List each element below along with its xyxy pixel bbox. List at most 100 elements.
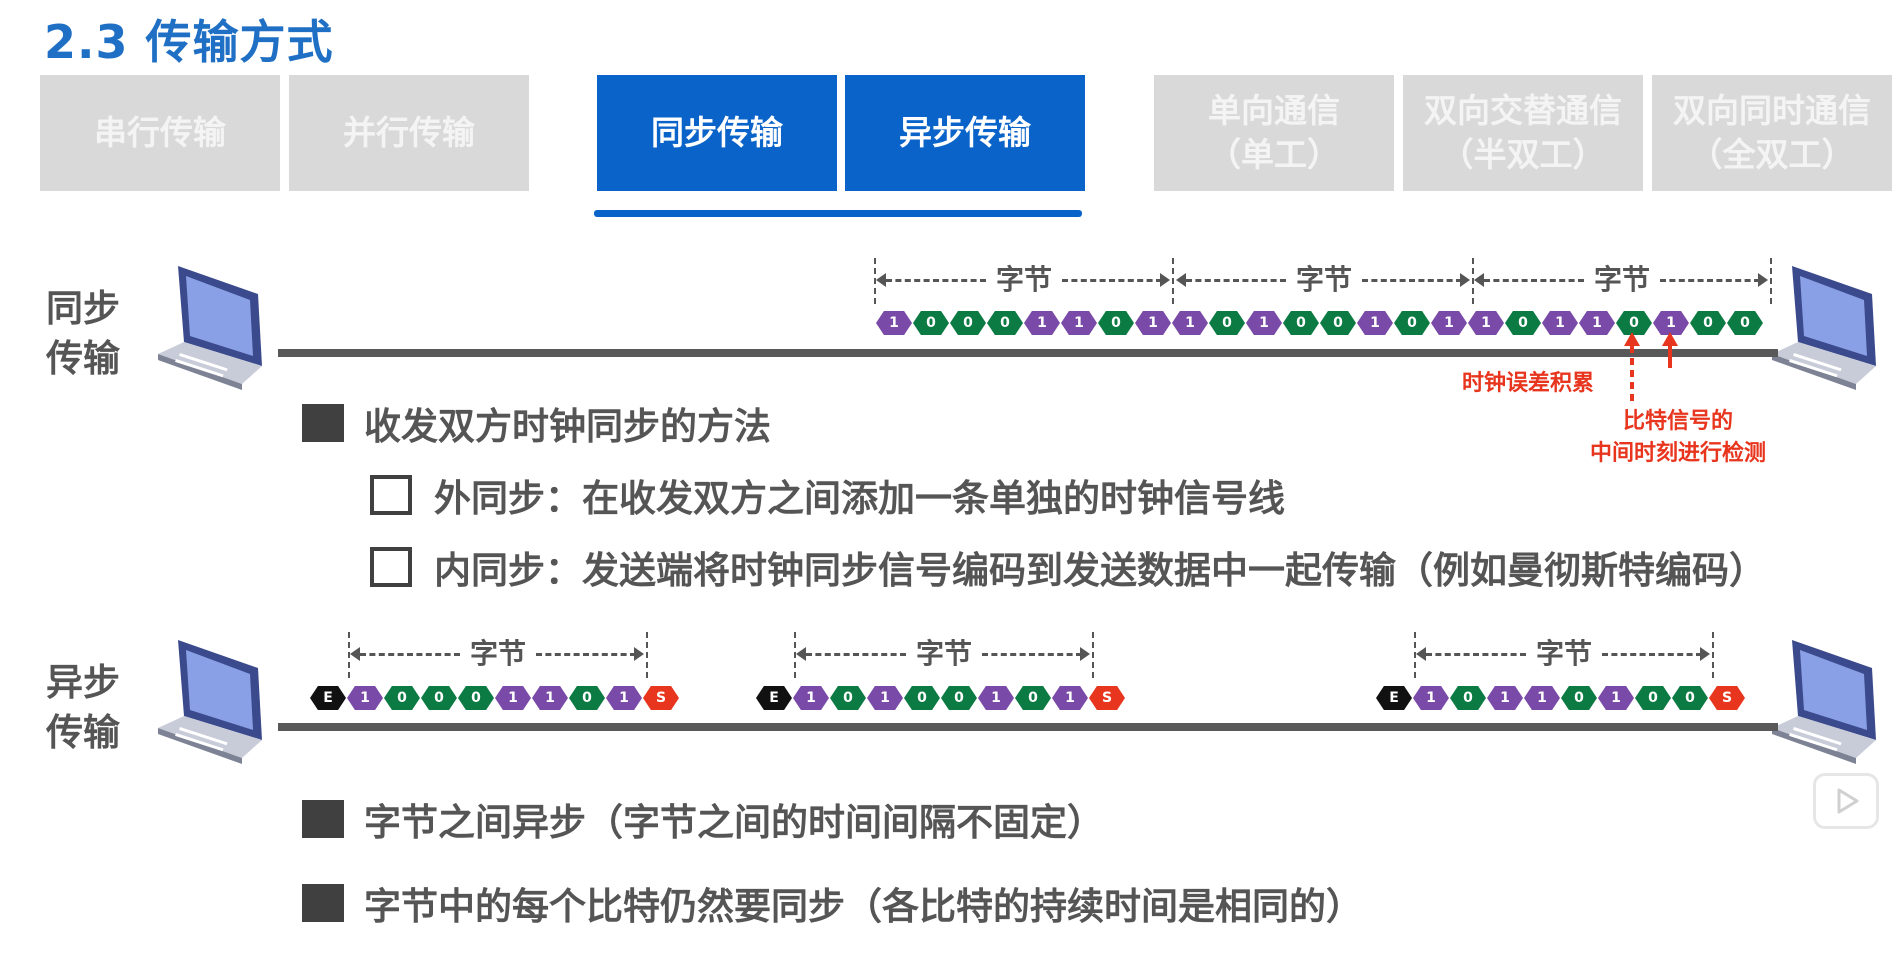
bit-1: 1 bbox=[1579, 311, 1615, 335]
byte-marker: 字节 bbox=[1414, 632, 1714, 678]
stop-bit: S bbox=[1089, 686, 1125, 710]
bit-1: 1 bbox=[1061, 311, 1097, 335]
bit-0: 0 bbox=[830, 686, 866, 710]
async-label: 异步传输 bbox=[46, 661, 120, 754]
bit-1: 1 bbox=[1135, 311, 1171, 335]
checkbox-icon bbox=[370, 475, 412, 515]
laptop-icon bbox=[1772, 266, 1876, 390]
stop-bit: S bbox=[643, 686, 679, 710]
play-icon bbox=[1837, 788, 1859, 814]
bit-0: 0 bbox=[1283, 311, 1319, 335]
clock-error-arrows bbox=[1624, 332, 1678, 402]
bit-1: 1 bbox=[1052, 686, 1088, 710]
bit-0: 0 bbox=[987, 311, 1023, 335]
bit-1: 1 bbox=[606, 686, 642, 710]
bit-0: 0 bbox=[1505, 311, 1541, 335]
bit-0: 0 bbox=[384, 686, 420, 710]
active-tab-underline bbox=[594, 210, 1082, 217]
page-title: 2.3 传输方式 bbox=[44, 15, 334, 69]
tab-sync[interactable]: 同步传输 bbox=[597, 75, 837, 191]
byte-marker: 字节 bbox=[1174, 258, 1474, 304]
tab-parallel[interactable]: 并行传输 bbox=[289, 75, 529, 191]
laptop-icon bbox=[158, 640, 262, 764]
bit-1: 1 bbox=[1172, 311, 1208, 335]
bit-1: 1 bbox=[1024, 311, 1060, 335]
start-bit: E bbox=[1376, 686, 1412, 710]
bit-0: 0 bbox=[1672, 686, 1708, 710]
bit-0: 0 bbox=[1727, 311, 1763, 335]
bit-1: 1 bbox=[1246, 311, 1282, 335]
bit-1: 1 bbox=[867, 686, 903, 710]
tab-sublabel: （全双工） bbox=[1689, 135, 1855, 174]
sync-label: 同步传输 bbox=[46, 287, 120, 380]
byte-marker: 字节 bbox=[874, 258, 1174, 304]
bit-0: 0 bbox=[1690, 311, 1726, 335]
tab-simplex[interactable]: 单向通信 （单工） bbox=[1154, 75, 1394, 191]
bit-1: 1 bbox=[1542, 311, 1578, 335]
stop-bit: S bbox=[1709, 686, 1745, 710]
checkbox-icon bbox=[370, 547, 412, 587]
bit-0: 0 bbox=[421, 686, 457, 710]
bit-1: 1 bbox=[1487, 686, 1523, 710]
sync-link-line bbox=[278, 349, 1778, 357]
bit-1: 1 bbox=[1468, 311, 1504, 335]
bit-detect-note: 比特信号的中间时刻进行检测 bbox=[1589, 409, 1766, 466]
async-bullet-1: 字节之间异步（字节之间的时间间隔不固定） bbox=[302, 792, 1104, 846]
byte-marker: 字节 bbox=[794, 632, 1094, 678]
tab-serial[interactable]: 串行传输 bbox=[40, 75, 280, 191]
tab-label: 单向通信 bbox=[1208, 91, 1340, 130]
bit-0: 0 bbox=[1450, 686, 1486, 710]
bit-0: 0 bbox=[1320, 311, 1356, 335]
async-link-line bbox=[278, 723, 1778, 731]
bit-0: 0 bbox=[1635, 686, 1671, 710]
tab-label: 双向交替通信 bbox=[1424, 91, 1622, 130]
laptop-icon bbox=[158, 266, 262, 390]
bit-0: 0 bbox=[941, 686, 977, 710]
tab-half-duplex[interactable]: 双向交替通信 （半双工） bbox=[1403, 75, 1643, 191]
byte-marker: 字节 bbox=[348, 632, 648, 678]
tab-label: 并行传输 bbox=[343, 113, 475, 152]
bullet-square bbox=[302, 884, 344, 922]
bit-1: 1 bbox=[1598, 686, 1634, 710]
bit-0: 0 bbox=[904, 686, 940, 710]
tab-label: 双向同时通信 bbox=[1673, 91, 1871, 130]
tab-full-duplex[interactable]: 双向同时通信 （全双工） bbox=[1652, 75, 1892, 191]
bit-0: 0 bbox=[950, 311, 986, 335]
bit-0: 0 bbox=[1098, 311, 1134, 335]
bit-0: 0 bbox=[569, 686, 605, 710]
tab-sublabel: （单工） bbox=[1208, 135, 1340, 174]
start-bit: E bbox=[756, 686, 792, 710]
bit-1: 1 bbox=[495, 686, 531, 710]
bit-0: 0 bbox=[1616, 311, 1652, 335]
play-button[interactable] bbox=[1813, 773, 1879, 829]
bit-0: 0 bbox=[1561, 686, 1597, 710]
laptop-icon bbox=[1772, 640, 1876, 764]
bullet-square bbox=[302, 800, 344, 838]
bit-1: 1 bbox=[347, 686, 383, 710]
bit-1: 1 bbox=[1413, 686, 1449, 710]
bit-0: 0 bbox=[1015, 686, 1051, 710]
external-sync-item: 外同步：在收发双方之间添加一条单独的时钟信号线 bbox=[370, 468, 1285, 522]
tab-label: 串行传输 bbox=[94, 113, 226, 152]
sync-methods-heading: 收发双方时钟同步的方法 bbox=[302, 396, 771, 450]
bit-1: 1 bbox=[1357, 311, 1393, 335]
bit-1: 1 bbox=[876, 311, 912, 335]
tab-async[interactable]: 异步传输 bbox=[845, 75, 1085, 191]
bit-1: 1 bbox=[1431, 311, 1467, 335]
bit-0: 0 bbox=[913, 311, 949, 335]
bit-0: 0 bbox=[458, 686, 494, 710]
bit-1: 1 bbox=[532, 686, 568, 710]
byte-marker: 字节 bbox=[1472, 258, 1772, 304]
bullet-square bbox=[302, 404, 344, 442]
tab-label: 同步传输 bbox=[651, 113, 783, 152]
async-bullet-2: 字节中的每个比特仍然要同步（各比特的持续时间是相同的） bbox=[302, 876, 1363, 930]
start-bit: E bbox=[310, 686, 346, 710]
internal-sync-item: 内同步：发送端将时钟同步信号编码到发送数据中一起传输（例如曼彻斯特编码） bbox=[370, 540, 1766, 594]
tab-label: 异步传输 bbox=[899, 113, 1031, 152]
clock-error-note: 时钟误差积累 bbox=[1461, 371, 1594, 396]
tab-sublabel: （半双工） bbox=[1440, 135, 1606, 174]
